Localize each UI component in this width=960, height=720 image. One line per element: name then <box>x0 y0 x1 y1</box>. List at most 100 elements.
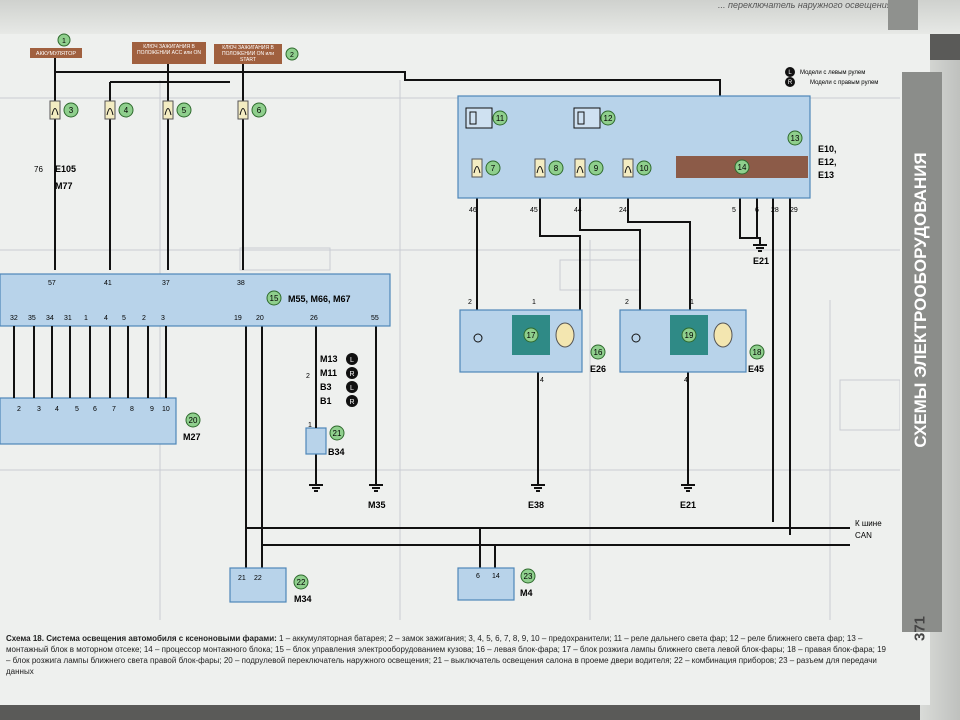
pin-data-14: 14 <box>492 573 500 580</box>
variant-code: B3 <box>320 382 332 392</box>
door-switch-number: 21 <box>333 429 342 438</box>
pin-bcu-bottom-32: 32 <box>10 315 18 322</box>
pin-bcu-bottom-26: 26 <box>310 315 318 322</box>
fuse-number: 3 <box>69 106 74 115</box>
fuse-3: 3 <box>49 100 79 120</box>
data-connector-code: M4 <box>520 588 533 598</box>
variant-mark: R <box>349 371 354 378</box>
right-ballast-number: 19 <box>685 331 694 340</box>
legend-right-marker: R <box>788 80 793 86</box>
pin-e26-1: 1 <box>532 299 536 306</box>
variant-code: M11 <box>320 368 337 378</box>
pin-bcu-bottom-20: 20 <box>256 315 264 322</box>
relay-12: 12 <box>573 107 616 129</box>
connector-e105: E105 <box>55 164 76 174</box>
switch-connector: M27 <box>183 432 201 442</box>
instrument-cluster: 22 M34 <box>229 567 312 604</box>
pin-cluster-22: 22 <box>254 575 262 582</box>
chapter-side-tab <box>902 72 942 632</box>
variant-mark: L <box>350 385 354 392</box>
relay-number: 12 <box>604 114 613 123</box>
ignition-on-label: КЛЮЧ ЗАЖИГАНИЯ В ПОЛОЖЕНИИ ON или START <box>221 45 275 63</box>
fuse-number: 6 <box>257 106 262 115</box>
pin-bcu-bottom-2: 2 <box>142 315 146 322</box>
legend-left-text: Модели с левым рулем <box>800 70 865 76</box>
pin-switch-5: 5 <box>75 406 79 413</box>
ground-symbol <box>681 484 695 492</box>
pin-block-44: 44 <box>574 207 582 214</box>
legend: L Модели с левым рулем R Модели с правым… <box>785 67 878 87</box>
ground-e21a: E21 <box>753 256 769 266</box>
pin-block-28: 28 <box>771 207 779 214</box>
pin-switch-6: 6 <box>93 406 97 413</box>
pin-block-45: 45 <box>530 207 538 214</box>
pin-bcu-bottom-19: 19 <box>234 315 242 322</box>
pin-e26-4: 4 <box>540 377 544 384</box>
fuse-4: 4 <box>104 100 134 120</box>
pin-bcu-bottom-55: 55 <box>371 315 379 322</box>
variants-pin: 2 <box>306 373 310 380</box>
pin-block-6: 6 <box>755 207 759 214</box>
previous-caption-fragment: ... переключатель наружного освещения; <box>718 0 895 10</box>
fuse-9: 9 <box>574 158 604 178</box>
ground-symbol <box>753 244 767 252</box>
steering-column-switch: 20 M27 <box>0 397 201 445</box>
right-headlamp: 19 18 E45 <box>619 309 765 374</box>
fuse-number: 10 <box>640 164 649 173</box>
wiring-diagram: 1 АККУМУЛЯТОР КЛЮЧ ЗАЖИГАНИЯ В ПОЛОЖЕНИИ… <box>0 33 900 620</box>
cluster-number: 22 <box>297 578 306 587</box>
fuse-number: 7 <box>491 164 496 173</box>
right-headlamp-connector: E45 <box>748 364 764 374</box>
previous-page-strip: ... переключатель наружного освещения; <box>0 0 960 34</box>
pin-block-5: 5 <box>732 207 736 214</box>
battery-label: АККУМУЛЯТОР <box>36 51 76 57</box>
pin-bcu-bottom-34: 34 <box>46 315 54 322</box>
pin-bcu-top-37: 37 <box>162 280 170 287</box>
data-connector: 23 M4 <box>457 567 536 601</box>
door-switch: 21 B34 1 <box>305 422 345 457</box>
ignition-acc-source: КЛЮЧ ЗАЖИГАНИЯ В ПОЛОЖЕНИИ ACC или ON <box>132 42 206 64</box>
pin-block-29: 29 <box>790 207 798 214</box>
pin-switch-10: 10 <box>162 406 170 413</box>
connector-e10: E10, <box>818 144 837 154</box>
grounds <box>309 244 767 492</box>
pin-data-6: 6 <box>476 573 480 580</box>
caption-title: Схема 18. Система освещения автомобиля с… <box>6 634 277 643</box>
legend-left-marker: L <box>788 70 792 76</box>
caption-text: 1 – аккумуляторная батарея; 2 – замок за… <box>6 634 886 676</box>
pin-block-46: 46 <box>469 207 477 214</box>
pin-block-24: 24 <box>619 207 627 214</box>
pin-bcu-bottom-1: 1 <box>84 315 88 322</box>
fuse-10: 10 <box>622 158 652 178</box>
pin-switch-8: 8 <box>130 406 134 413</box>
power-wires <box>54 58 850 575</box>
pin-e45-4: 4 <box>684 377 688 384</box>
pin-bcu-bottom-35: 35 <box>28 315 36 322</box>
variant-code: B1 <box>320 396 332 406</box>
ignition-acc-label: КЛЮЧ ЗАЖИГАНИЯ В ПОЛОЖЕНИИ ACC или ON <box>137 44 201 56</box>
can-label-line2: CAN <box>855 531 872 540</box>
connector-m77: M77 <box>55 181 73 191</box>
battery-number: 1 <box>62 38 66 45</box>
pin-bcu-top-57: 57 <box>48 280 56 287</box>
chapter-title: СХЕМЫ ЭЛЕКТРООБОРУДОВАНИЯ <box>911 152 930 448</box>
fuse-number: 4 <box>124 106 129 115</box>
fuse-number: 8 <box>554 164 559 173</box>
pin-e45-2: 2 <box>625 299 629 306</box>
page-number: 371 <box>911 615 929 642</box>
connector-e13: E13 <box>818 170 834 180</box>
ignition-number: 2 <box>290 52 294 59</box>
ignition-on-source: КЛЮЧ ЗАЖИГАНИЯ В ПОЛОЖЕНИИ ON или START … <box>214 44 299 64</box>
pin-switch-2: 2 <box>17 406 21 413</box>
fuse-5: 5 <box>162 100 192 120</box>
pin-cluster-21: 21 <box>238 575 246 582</box>
left-headlamp-number: 16 <box>594 348 603 357</box>
fuse-block-13: 14 13 E10, E12, E13 <box>457 95 837 199</box>
pin-switch-7: 7 <box>112 406 116 413</box>
left-ballast-number: 17 <box>527 331 536 340</box>
can-label-line1: К шине <box>855 519 882 528</box>
left-headlamp: 17 16 E26 <box>459 309 606 374</box>
bcu-connectors: M55, M66, M67 <box>288 294 351 304</box>
